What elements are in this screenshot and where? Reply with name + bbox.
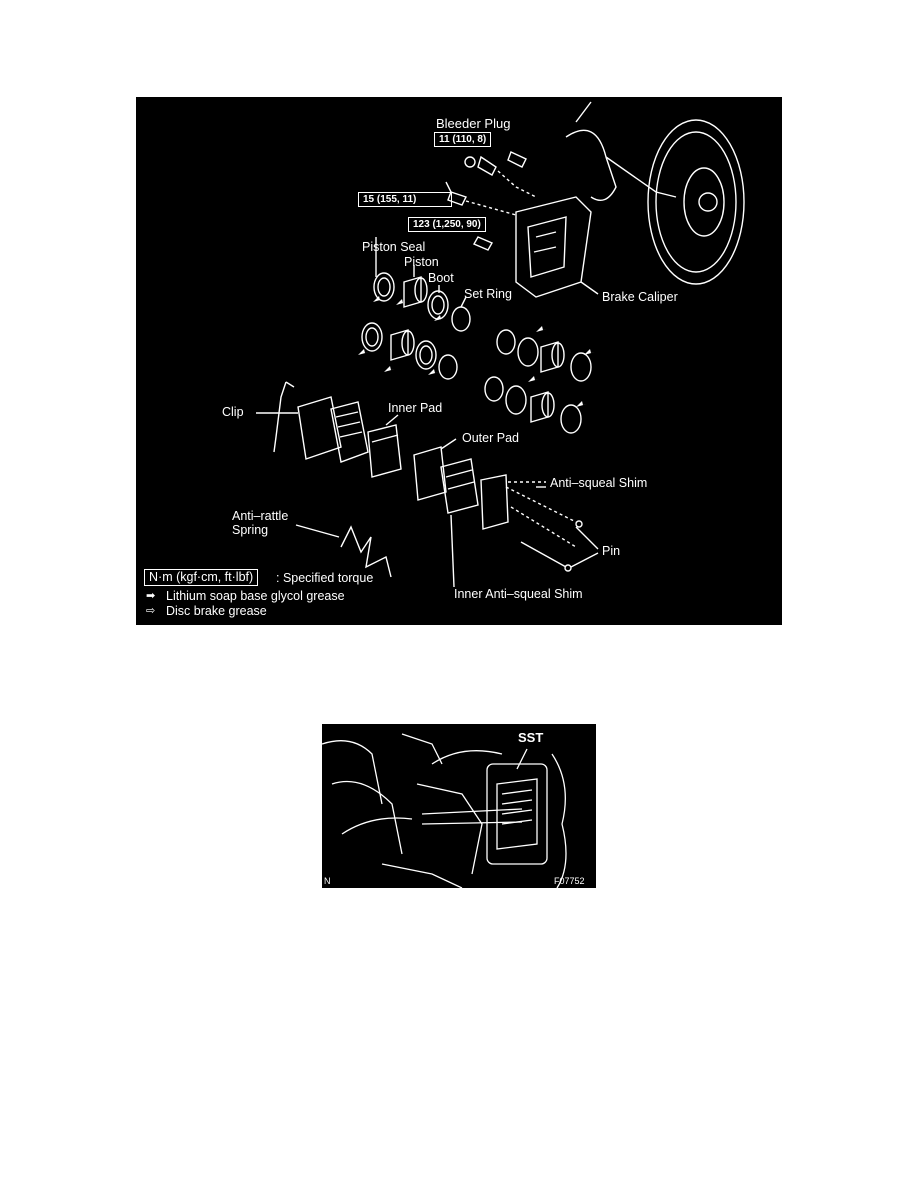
diagram-line-art (256, 101, 745, 588)
clip-part (273, 381, 287, 453)
label-set-ring: Set Ring (464, 287, 512, 301)
solid-arrow-icon: ➡ (146, 590, 156, 602)
outer-pad-part (413, 446, 447, 501)
piston-body (403, 276, 422, 308)
label-piston: Piston (404, 255, 439, 269)
legend-grease-disc: Disc brake grease (166, 604, 267, 618)
sst-line-art (322, 733, 567, 888)
inner-pad-part (367, 424, 402, 478)
label-boot: Boot (428, 271, 454, 285)
label-sst: SST (518, 730, 544, 745)
piston-seal (373, 272, 395, 302)
label-pin: Pin (602, 544, 621, 558)
corner-mark: N (324, 876, 331, 886)
label-clip: Clip (222, 405, 244, 419)
torque-bleeder-plug: 11 (110, 8) (434, 132, 492, 147)
label-brake-caliper: Brake Caliper (602, 290, 678, 304)
disc-rotor (647, 119, 745, 285)
label-piston-seal: Piston Seal (362, 240, 426, 254)
hub (683, 167, 725, 237)
label-outer-pad: Outer Pad (462, 431, 519, 445)
caliper-shape (486, 763, 548, 865)
legend-grease-lithium: Lithium soap base glycol grease (166, 589, 345, 603)
label-anti-rattle-spring: Anti–rattle Spring (232, 509, 289, 537)
sst-installation-illustration: SST F07752 N (322, 724, 596, 888)
legend-torque-text: : Specified torque (276, 571, 374, 585)
torque-mount-bolt: 123 (1,250, 90) (408, 217, 486, 232)
set-ring (451, 306, 471, 332)
brake-caliper-exploded-diagram: Bleeder Plug 11 (110, 8) 15 (155, 11) 12… (136, 97, 782, 625)
outline-arrow-icon: ⇨ (146, 605, 156, 617)
legend-torque-unit: N·m (kgf·cm, ft·lbf) (144, 569, 259, 586)
label-anti-squeal-shim: Anti–squeal Shim (550, 476, 648, 490)
label-bleeder-plug: Bleeder Plug (436, 116, 511, 131)
label-inner-anti-squeal-shim: Inner Anti–squeal Shim (454, 587, 583, 601)
figure-code: F07752 (554, 876, 585, 886)
torque-union-bolt: 15 (155, 11) (358, 192, 452, 207)
label-inner-pad: Inner Pad (388, 401, 443, 415)
anti-rattle-spring-part (340, 525, 392, 578)
boot (427, 290, 449, 320)
